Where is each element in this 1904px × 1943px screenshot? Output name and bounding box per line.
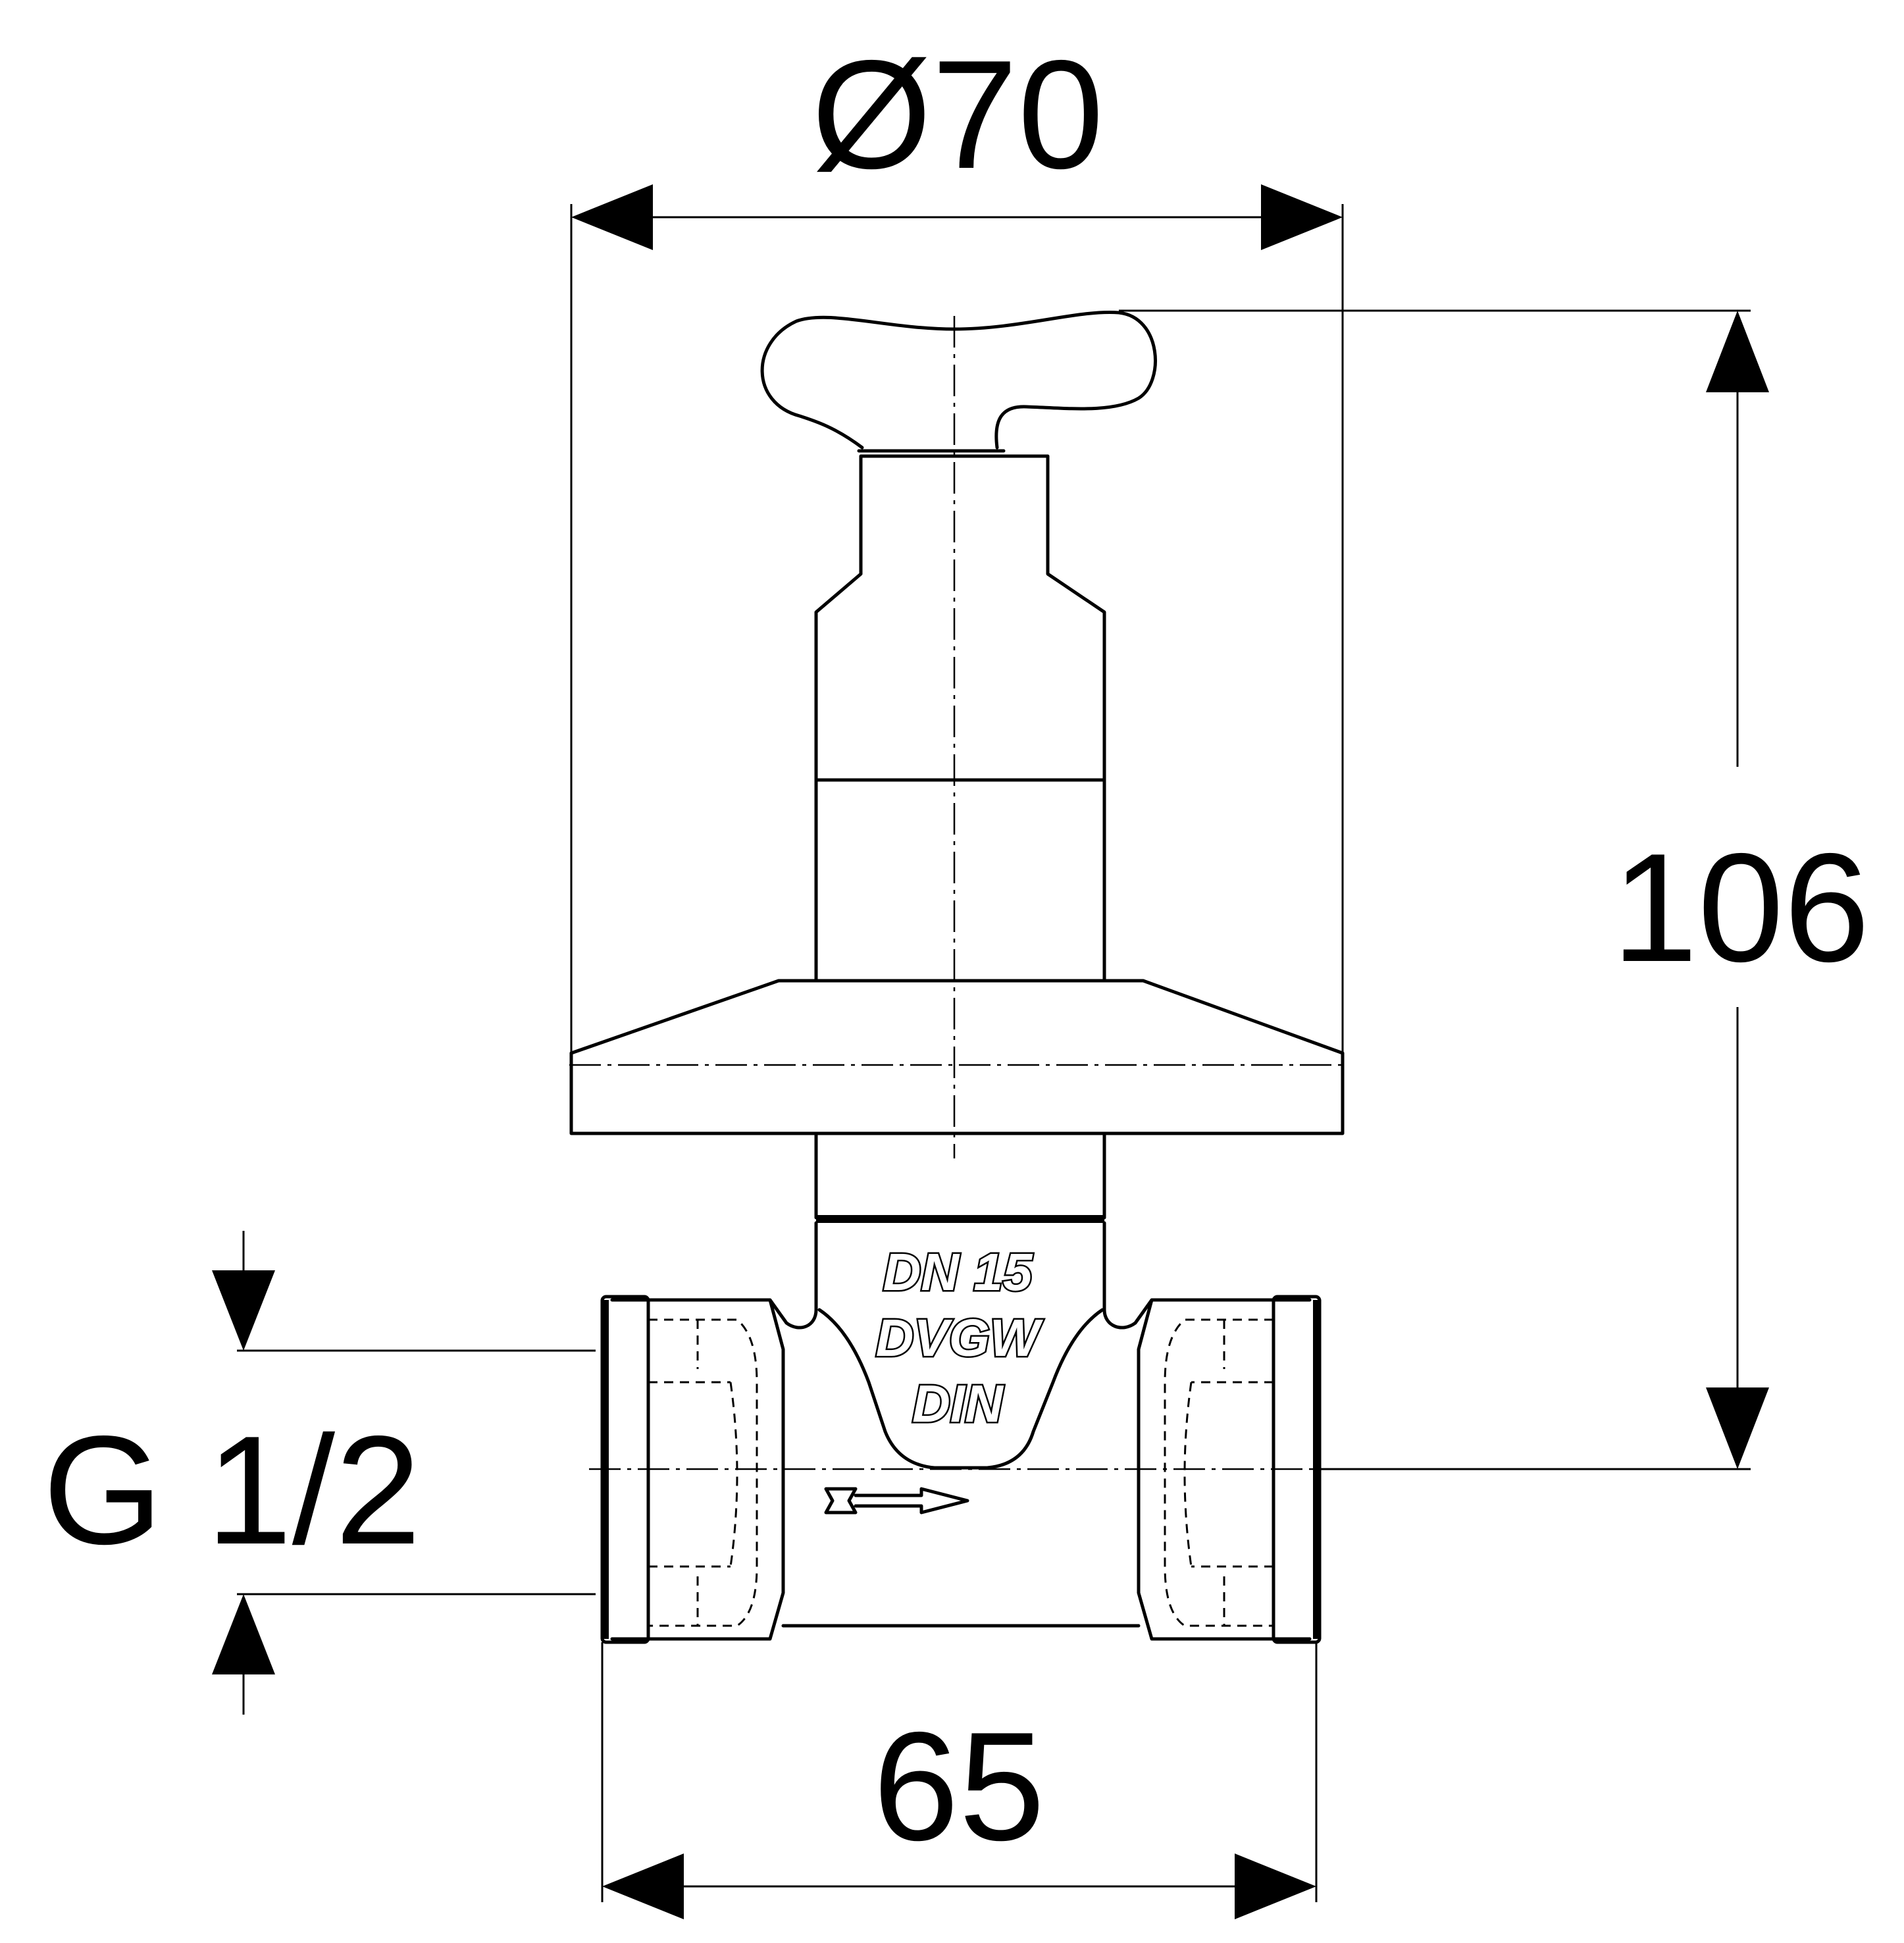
dim-diameter-label: Ø70 — [811, 28, 1104, 201]
dim-length-arrow-right — [1235, 1853, 1316, 1919]
dim-height-arrow-top — [1706, 311, 1769, 392]
marking-dvgw: DVGW — [876, 1308, 1044, 1367]
handle-grip — [760, 310, 1157, 450]
dim-dia-arrow-right — [1261, 184, 1343, 250]
spindle-housing — [814, 454, 1106, 983]
dim-length-arrow-left — [602, 1853, 684, 1919]
left-hidden-hex — [648, 1318, 758, 1627]
dim-dia-arrow-left — [571, 184, 653, 250]
dim-thread-label: G 1/2 — [43, 1403, 421, 1576]
right-hidden-hex — [1164, 1318, 1274, 1627]
valve-neck — [814, 1131, 1106, 1220]
dim-height-label: 106 — [1612, 821, 1870, 994]
marking-dn15: DN 15 — [883, 1243, 1033, 1301]
dim-thread-arrow-top — [212, 1270, 275, 1351]
rosette — [569, 979, 1345, 1135]
valve-body-outline — [610, 1221, 1312, 1641]
flow-direction-arrow — [824, 1487, 969, 1515]
marking-din: DIN — [912, 1374, 1004, 1433]
dim-length-label: 65 — [873, 1699, 1044, 1873]
dim-thread-arrow-bottom — [212, 1594, 275, 1674]
body-inner-shape — [817, 1308, 1104, 1470]
dim-height-arrow-bottom — [1706, 1387, 1769, 1469]
